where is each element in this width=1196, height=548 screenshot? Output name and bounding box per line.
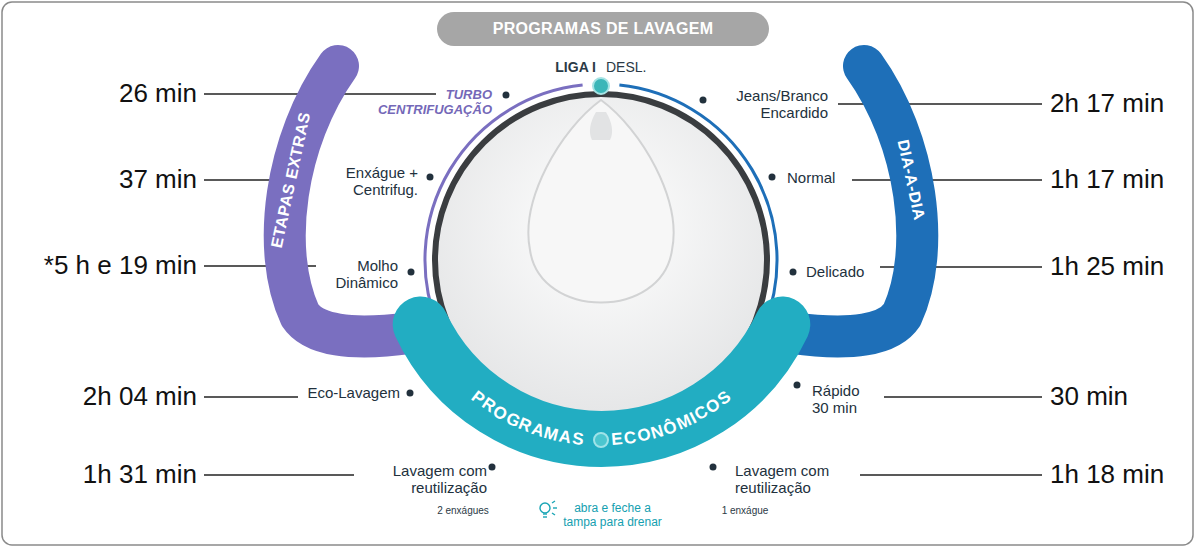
knob-pointer bbox=[590, 112, 612, 140]
program-dot bbox=[794, 382, 801, 389]
drain-note: abra e feche a tampa para drenar bbox=[560, 502, 665, 530]
duration-label: 1h 25 min bbox=[1050, 252, 1164, 282]
leader-line bbox=[204, 474, 354, 475]
duration-label: 30 min bbox=[1050, 382, 1128, 412]
duration-label: 37 min bbox=[119, 165, 197, 195]
leader-line bbox=[860, 474, 1042, 475]
power-label: LIGA I bbox=[555, 59, 596, 75]
program-label: Normal bbox=[787, 169, 835, 186]
band-letter: C bbox=[623, 429, 638, 448]
program-dot bbox=[489, 464, 496, 471]
duration-label: 2h 04 min bbox=[83, 382, 197, 412]
duration-label: 26 min bbox=[119, 79, 197, 109]
duration-label: 1h 17 min bbox=[1050, 165, 1164, 195]
band-letter: E bbox=[611, 430, 624, 448]
power-dot bbox=[593, 78, 609, 94]
leader-line bbox=[852, 179, 893, 180]
band-letter: S bbox=[571, 430, 584, 448]
program-dot bbox=[700, 97, 707, 104]
lamp-icon bbox=[540, 501, 557, 517]
leader-line bbox=[931, 179, 1042, 180]
program-label: Delicado bbox=[806, 263, 864, 280]
leader-line bbox=[204, 179, 272, 180]
extras-arc bbox=[425, 85, 583, 326]
band-letter: A bbox=[558, 427, 573, 446]
band-letter bbox=[595, 431, 600, 448]
program-label: Molho Dinâmico bbox=[326, 257, 398, 292]
title-pill bbox=[437, 12, 769, 46]
rinse-note: 1 enxágue bbox=[722, 505, 769, 517]
program-label: Lavagem com reutilização bbox=[362, 462, 487, 497]
program-dot bbox=[503, 92, 510, 99]
program-dot bbox=[427, 174, 434, 181]
duration-label: 1h 31 min bbox=[83, 460, 197, 490]
program-label: Eco-Lavagem bbox=[307, 384, 400, 401]
program-label: Rápido 30 min bbox=[812, 382, 874, 417]
rinse-note: 2 enxágues bbox=[437, 505, 489, 517]
band-dot bbox=[594, 433, 608, 447]
program-label: Jeans/Branco Encardido bbox=[708, 87, 828, 122]
band-path bbox=[421, 325, 783, 439]
daily-arc bbox=[619, 85, 777, 326]
program-label: Enxágue + Centrifug. bbox=[318, 164, 418, 199]
program-label: Lavagem com reutilização bbox=[735, 462, 855, 497]
duration-label: 1h 18 min bbox=[1050, 460, 1164, 490]
program-dot bbox=[769, 174, 776, 181]
program-dot bbox=[408, 269, 415, 276]
leader-line bbox=[884, 396, 1042, 397]
leader-line bbox=[204, 396, 298, 397]
program-dot bbox=[790, 269, 797, 276]
power-label: DESL. bbox=[606, 59, 646, 75]
program-dot bbox=[407, 390, 414, 397]
duration-label: 2h 17 min bbox=[1050, 89, 1164, 119]
program-dot bbox=[710, 464, 717, 471]
duration-label: *5 h e 19 min bbox=[44, 251, 197, 281]
panel-title: PROGRAMAS DE LAVAGEM bbox=[493, 20, 714, 38]
program-label: TURBO CENTRIFUGAÇÃO bbox=[357, 88, 492, 118]
knob-grip bbox=[528, 100, 673, 303]
